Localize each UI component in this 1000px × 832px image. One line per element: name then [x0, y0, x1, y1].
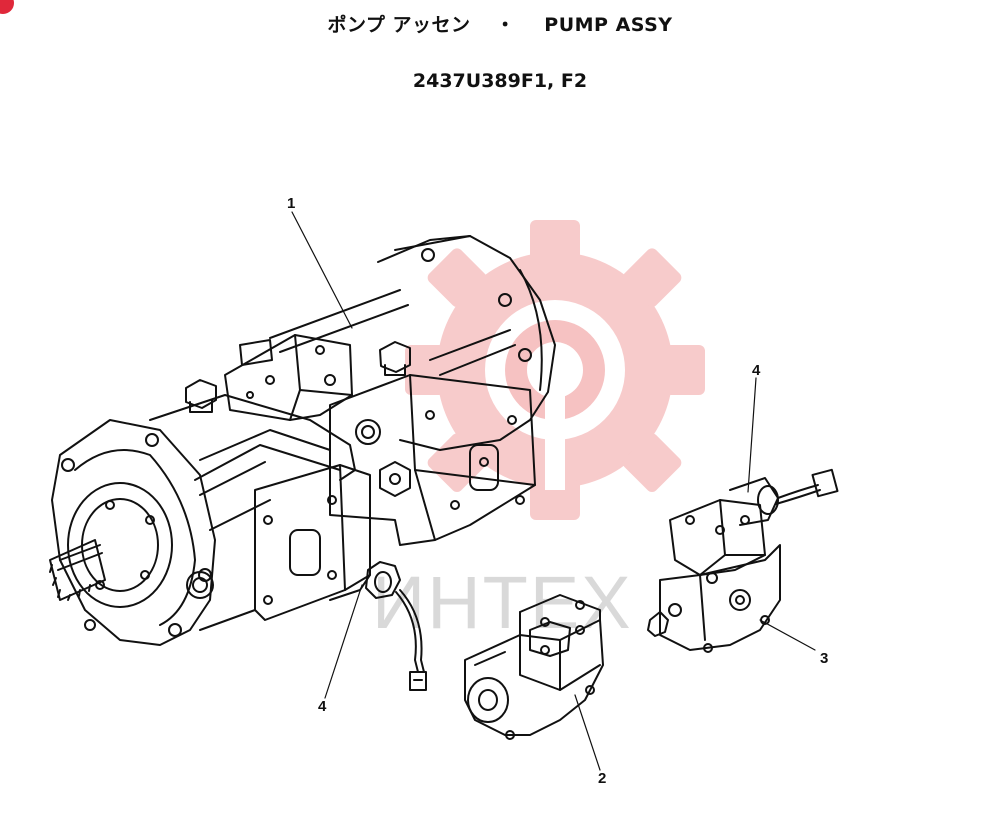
- callout-1: 1: [287, 195, 296, 212]
- callout-3: 3: [820, 650, 829, 667]
- leader-line-3: [759, 619, 816, 651]
- regulator-assembly: [464, 594, 604, 740]
- part-number-label: 2437U389F1, F2: [412, 70, 588, 92]
- electric-regulator-assembly: [647, 468, 839, 653]
- callout-4-left: 4: [318, 698, 327, 715]
- callout-4-right: 4: [752, 362, 761, 379]
- title-separator: ・: [495, 14, 516, 36]
- title-english: PUMP ASSY: [544, 14, 673, 36]
- corner-logo-mark: [0, 0, 14, 14]
- left-solenoid-connector: [365, 561, 427, 691]
- leader-line-4-left: [324, 584, 363, 699]
- title-japanese: ポンプ アッセン: [327, 14, 471, 36]
- leader-line-2: [574, 694, 601, 771]
- main-pump-assembly: [49, 235, 556, 646]
- callout-2: 2: [598, 770, 607, 787]
- callout-leader-lines: [291, 211, 816, 771]
- page-title: ポンプ アッセン ・ PUMP ASSY: [0, 10, 1000, 37]
- leader-line-1: [291, 211, 353, 329]
- leader-line-4-right: [747, 377, 757, 493]
